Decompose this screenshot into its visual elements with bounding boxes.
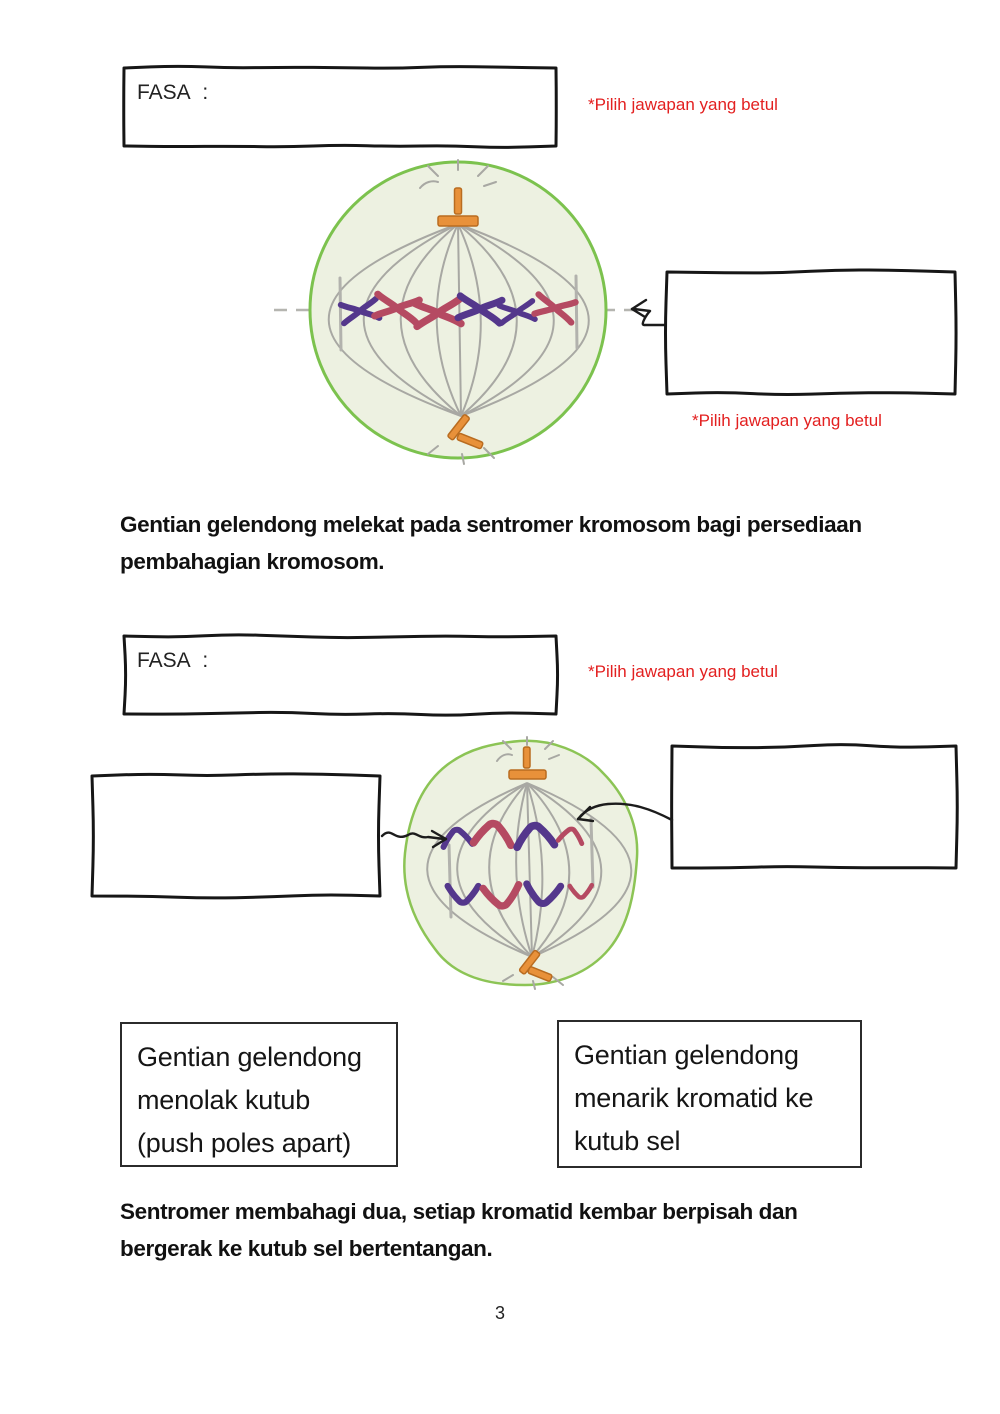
- answer-arrow-1: [630, 298, 666, 327]
- option-a-line2: menolak kutub: [137, 1085, 311, 1115]
- hand-drawn-border: [664, 268, 958, 396]
- page-number: 3: [494, 1303, 505, 1323]
- anaphase-caption-line2: bergerak ke kutub sel bertentangan.: [120, 1236, 493, 1261]
- spindle-fibres: [327, 223, 590, 417]
- spindle-fibres: [426, 782, 633, 958]
- fasa-answer-box-1[interactable]: FASA :: [120, 64, 560, 150]
- answer-arrow-3: [576, 802, 674, 823]
- plate-line-left: [338, 276, 343, 352]
- plate-line-right: [574, 274, 579, 350]
- anaphase-caption-line1: Sentromer membahagi dua, setiap kromatid…: [120, 1199, 798, 1224]
- centriole-bottom-icon: [502, 949, 564, 990]
- option-box-push-poles[interactable]: Gentian gelendong menolak kutub (push po…: [120, 1022, 398, 1167]
- fasa-label-2: FASA :: [137, 649, 209, 672]
- fasa-answer-box-2[interactable]: FASA :: [120, 632, 560, 718]
- pick-answer-hint-1: *Pilih jawapan yang betul: [588, 95, 778, 114]
- option-a-line3: (push poles apart): [137, 1128, 352, 1158]
- option-a-line1: Gentian gelendong: [137, 1042, 362, 1072]
- answer-arrow-2: [380, 829, 448, 849]
- plate-line-left: [447, 843, 453, 919]
- answer-box-anaphase-left[interactable]: [88, 772, 384, 900]
- hand-drawn-border: [122, 633, 560, 717]
- plate-line-right: [589, 817, 595, 889]
- pick-answer-hint-3: *Pilih jawapan yang betul: [588, 662, 778, 681]
- centriole-bottom-icon: [427, 414, 495, 465]
- centriole-top-icon: [496, 736, 560, 780]
- hand-drawn-border: [90, 772, 382, 900]
- answer-box-metaphase[interactable]: [663, 268, 959, 398]
- anaphase-caption: Sentromer membahagi dua, setiap kromatid…: [120, 1193, 798, 1267]
- option-box-pull-chromatids[interactable]: Gentian gelendong menarik kromatid ke ku…: [557, 1020, 862, 1168]
- cell-membrane: [403, 739, 639, 987]
- metaphase-cell-diagram: [274, 159, 646, 465]
- centriole-top-icon: [419, 159, 497, 227]
- metaphase-caption: Gentian gelendong melekat pada sentromer…: [120, 506, 862, 580]
- hand-drawn-border: [122, 64, 558, 149]
- hand-drawn-border: [670, 743, 959, 870]
- pick-answer-hint-2: *Pilih jawapan yang betul: [692, 411, 882, 430]
- metaphase-caption-line1: Gentian gelendong melekat pada sentromer…: [120, 512, 862, 537]
- anaphase-cell-diagram: [403, 736, 639, 990]
- answer-box-anaphase-right[interactable]: [668, 742, 960, 872]
- option-b-line3: kutub sel: [574, 1126, 681, 1156]
- option-b-line1: Gentian gelendong: [574, 1040, 799, 1070]
- option-b-line2: menarik kromatid ke: [574, 1083, 814, 1113]
- metaphase-caption-line2: pembahagian kromosom.: [120, 549, 385, 574]
- fasa-label-1: FASA :: [137, 81, 209, 104]
